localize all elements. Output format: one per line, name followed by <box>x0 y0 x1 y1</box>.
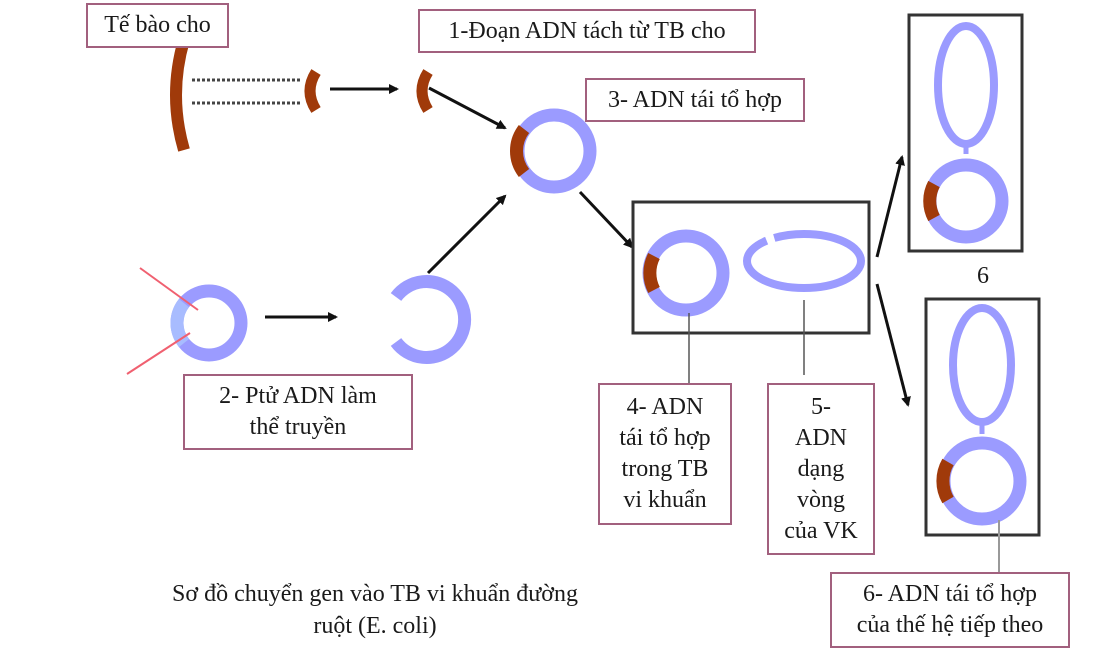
label-step5-bacterial-circular-dna: 5- ADN dạng vòng của VK <box>767 383 875 555</box>
label-step6-next-generation: 6- ADN tái tổ hợp của thế hệ tiếp theo <box>830 572 1070 648</box>
label-step1-isolated-dna: 1-Đoạn ADN tách từ TB cho <box>418 9 756 53</box>
isolated-gene-fragment <box>416 69 433 113</box>
opened-vector-plasmid <box>390 275 472 364</box>
excised-gene-fragment <box>304 69 321 113</box>
label-step6-number: 6 <box>977 263 989 289</box>
recombinant-dna-plasmid <box>510 108 597 194</box>
label-step4-recombinant-in-bacterium: 4- ADN tái tổ hợp trong TB vi khuẩn <box>598 383 732 525</box>
arrow-to-daughter-cell-top <box>875 155 905 258</box>
diagram-caption: Sơ đồ chuyển gen vào TB vi khuẩn đường r… <box>172 581 578 639</box>
daughter-cell-bottom-bacterial-dna <box>949 304 1015 426</box>
arrow-recombinant-to-bacterium <box>578 190 634 249</box>
arrow-gene-to-recombinant <box>428 86 507 130</box>
bacterial-circular-dna-ring <box>743 230 865 292</box>
daughter-cell-top-recombinant-dna <box>923 158 1009 244</box>
donor-chromosome-segment <box>170 38 190 152</box>
recombinant-dna-in-bacterium <box>642 229 730 317</box>
daughter-cell-top-bacterial-dna <box>934 22 998 148</box>
daughter-cell-bottom-recombinant-dna <box>936 436 1027 526</box>
restriction-enzyme-line-top <box>139 267 199 311</box>
daughter-cell-frame-bottom <box>924 297 1041 537</box>
label-step2-vector-dna: 2- Ptử ADN làm thể truyền <box>183 374 413 450</box>
label-donor-cell: Tế bào cho <box>86 3 229 48</box>
arrow-to-daughter-cell-bottom <box>875 283 911 407</box>
label-step3-recombinant-dna: 3- ADN tái tổ hợp <box>585 78 805 122</box>
arrow-vector-to-recombinant <box>426 194 507 275</box>
daughter-cell-frame-top <box>907 13 1024 253</box>
restriction-enzyme-line-bottom <box>126 332 191 375</box>
bacterial-cell-frame <box>631 200 871 335</box>
